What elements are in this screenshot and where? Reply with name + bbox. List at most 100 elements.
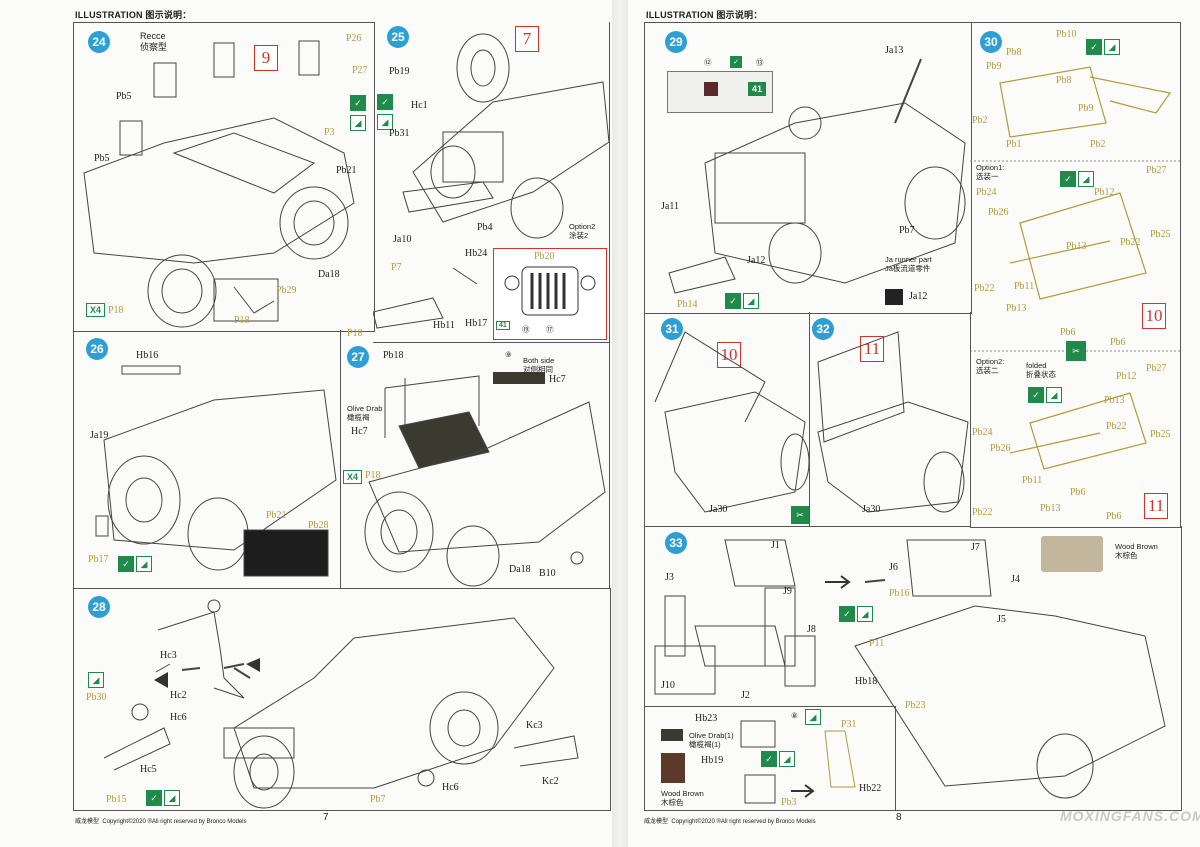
- part-label: P7: [391, 262, 402, 273]
- part-label: Hb22: [859, 783, 882, 794]
- part-label: Pb26: [990, 443, 1011, 454]
- part-label: J4: [1011, 574, 1020, 585]
- part-label: Pb25: [1150, 229, 1171, 240]
- paint-code-10: 10: [1142, 303, 1166, 329]
- option2-detail-box: Pb20 41 ⑲ ⑰: [493, 248, 607, 340]
- part-label: Pb12: [1116, 371, 1137, 382]
- paint-code-9: 9: [254, 45, 278, 71]
- wood-brown-crate: [1041, 536, 1103, 572]
- step-29-badge: 29: [665, 31, 687, 53]
- page-header: ILLUSTRATION 图示说明：: [75, 10, 192, 20]
- olive-drab-swatch: [661, 729, 683, 741]
- part-label: Pb31: [389, 128, 410, 139]
- part-label: Pb24: [976, 187, 997, 198]
- option1-label: Option1:选装一: [976, 163, 1005, 181]
- part-label: Pb6: [1110, 337, 1126, 348]
- step-33-badge: 33: [665, 532, 687, 554]
- part-label: Da18: [509, 564, 531, 575]
- part-label: P26: [346, 33, 362, 44]
- code-17: ⑰: [546, 325, 554, 334]
- part-label: Hc7: [351, 426, 368, 437]
- glue-icon: ✓: [146, 790, 162, 806]
- footer-copyright: 威龙模型 Copyright©2020 ®All right reserved …: [644, 819, 816, 825]
- site-watermark: MOXINGFANS.COM: [1060, 808, 1200, 824]
- part-label: Kc2: [542, 776, 559, 787]
- cut-icon: ✂: [1066, 341, 1086, 361]
- step-24-badge: 24: [88, 31, 110, 53]
- glue-icon: ✓: [1060, 171, 1076, 187]
- cement-icon: ◢: [136, 556, 152, 572]
- part-label: Pb11: [1014, 281, 1035, 292]
- part-label: Ja12: [747, 255, 766, 266]
- part-label: Hb18: [855, 676, 878, 687]
- part-label: Pb2: [972, 115, 988, 126]
- part-label: Pb22: [972, 507, 993, 518]
- step-28-panel: 28 ◢ Hc3 Hc2 Pb30 Hc6 Hc5 Pb15 ✓ ◢: [73, 588, 611, 811]
- decal-12: ⑫: [704, 58, 712, 67]
- code-19: ⑲: [522, 325, 530, 334]
- part-label: Pb9: [986, 61, 1002, 72]
- part-label: J2: [741, 690, 750, 701]
- glue-icon: ✓: [1086, 39, 1102, 55]
- glue-icon: ✓: [1028, 387, 1044, 403]
- cement-icon: ◢: [1046, 387, 1062, 403]
- step-26-panel: 26 Hb16 Ja19 Pb21 Pb28 Pb17 ✓ ◢: [73, 330, 341, 589]
- cement-icon: ◢: [1078, 171, 1094, 187]
- part-label: Pb18: [383, 350, 404, 361]
- jeep-recce-sketch: [83, 40, 355, 328]
- part-label: Ja30: [709, 504, 728, 515]
- step-29-panel: 29 ⑫ ✓ ⑬ 41 Ja13 Ja11 Ja12 Pb14 ✓ ◢ Pb7: [644, 22, 972, 314]
- page-8: ILLUSTRATION 图示说明： 29 ⑫ ✓ ⑬ 41 Ja13 Ja11…: [628, 0, 1200, 847]
- part-label: Pb16: [889, 588, 910, 599]
- paint-code-7: 7: [515, 26, 539, 52]
- glue-icon: ✓: [725, 293, 741, 309]
- step-30-badge: 30: [980, 31, 1002, 53]
- part-label: J6: [889, 562, 898, 573]
- page-header: ILLUSTRATION 图示说明：: [646, 10, 763, 20]
- part-label: Pb8: [1056, 75, 1072, 86]
- part-label: J1: [771, 540, 780, 551]
- glue-icon: ✓: [118, 556, 134, 572]
- part-label: Pb6: [1106, 511, 1122, 522]
- part-label: J8: [807, 624, 816, 635]
- part-label: Hb19: [701, 755, 724, 766]
- step-33-panel: 33 J1 J3 J9 J8 J10 J2 J7 J6 J4 Pb16: [644, 526, 1182, 811]
- part-label: Pb2: [1090, 139, 1106, 150]
- part-label: Pb20: [534, 251, 555, 262]
- olive-drab-swatch: [493, 372, 545, 384]
- part-label: J5: [997, 614, 1006, 625]
- glue-icon: ✓: [761, 751, 777, 767]
- step-32-badge: 32: [812, 318, 834, 340]
- part-label: Pb30: [86, 692, 107, 703]
- part-label: Pb7: [899, 225, 915, 236]
- decal-13: ⑬: [756, 58, 764, 67]
- part-label: J10: [661, 680, 675, 691]
- cement-icon: ◢: [805, 709, 821, 725]
- footer-copyright: 威龙模型 Copyright©2020 ®All right reserved …: [75, 819, 247, 825]
- part-label: Pb29: [276, 285, 297, 296]
- cement-icon: ◢: [779, 751, 795, 767]
- part-label: Pb4: [477, 222, 493, 233]
- part-label: Da18: [318, 269, 340, 280]
- cement-icon: ◢: [857, 606, 873, 622]
- runner-icon: [885, 289, 903, 305]
- part-label: J9: [783, 586, 792, 597]
- jeep-jerrycan-sketch: [364, 375, 606, 587]
- part-label: P18: [365, 470, 381, 481]
- page-number: 8: [896, 812, 902, 823]
- step-30-panel: 30 ✓ ◢ Pb10 Pb8 Pb9 Pb8 Pb2 Pb9 Pb1 Pb2 …: [970, 22, 1181, 528]
- part-label: Hb17: [465, 318, 488, 329]
- decal-placement-plate: ⑫ ✓ ⑬ 41: [667, 56, 773, 113]
- step-25-badge: 25: [387, 26, 409, 48]
- step-31-badge: 31: [661, 318, 683, 340]
